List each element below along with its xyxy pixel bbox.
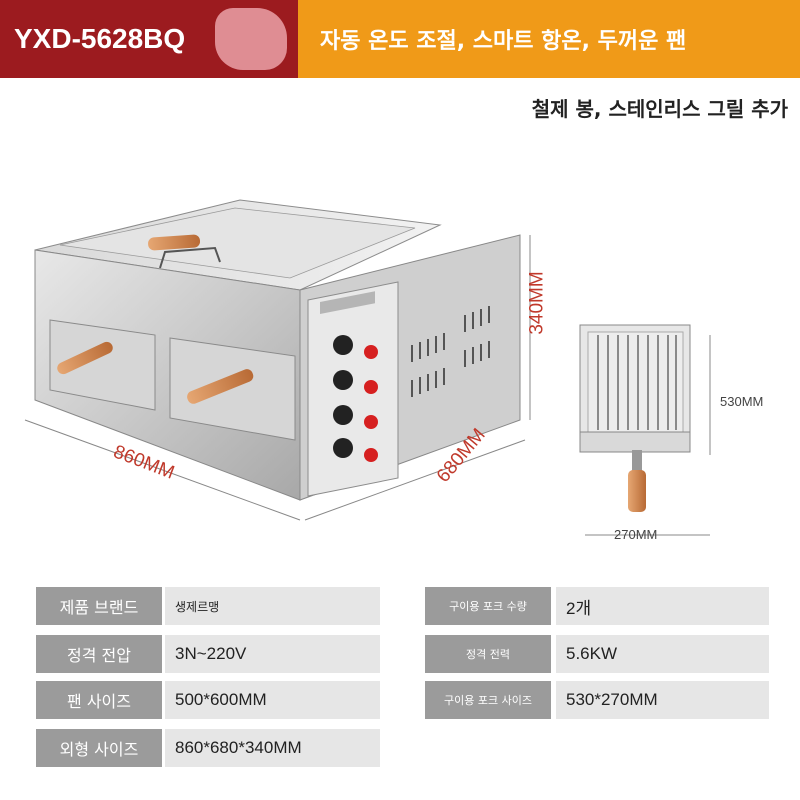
spec-label-pan-size: 팬 사이즈	[36, 681, 162, 719]
spec-value-outer-size: 860*680*340MM	[165, 729, 380, 767]
control-panel	[307, 281, 399, 497]
oven-illustration	[24, 199, 711, 536]
model-banner: YXD-5628BQ	[0, 0, 298, 78]
spec-value-fork-size: 530*270MM	[556, 681, 769, 719]
spec-label-power: 정격 전력	[425, 635, 551, 673]
spec-label-outer-size: 외형 사이즈	[36, 729, 162, 767]
side-vents	[411, 306, 490, 397]
censor-patch	[215, 8, 287, 70]
model-name: YXD-5628BQ	[14, 23, 186, 54]
oven-lid	[34, 199, 442, 291]
spec-label-fork-count: 구이용 포크 수량	[425, 587, 551, 625]
spec-label-voltage: 정격 전압	[36, 635, 162, 673]
tagline-text: 자동 온도 조절, 스마트 항온, 두꺼운 팬	[320, 29, 687, 54]
fork-width-label: 270MM	[614, 527, 658, 542]
spec-label-brand: 제품 브랜드	[36, 587, 162, 625]
height-dimension-label: 340MM	[526, 271, 548, 335]
spec-value-power: 5.6KW	[556, 635, 769, 673]
grill-fork	[579, 324, 691, 512]
spec-value-fork-count: 2개	[556, 587, 769, 625]
subtitle: 철제 봉, 스테인리스 그릴 추가	[531, 97, 788, 121]
oven-drawers	[49, 319, 296, 441]
spec-value-pan-size: 500*600MM	[165, 681, 380, 719]
fork-length-label: 530MM	[720, 394, 764, 409]
spec-label-fork-size: 구이용 포크 사이즈	[425, 681, 551, 719]
dimension-lines	[24, 235, 711, 536]
spec-value-brand: 생제르맹	[165, 587, 380, 625]
spec-value-voltage: 3N~220V	[165, 635, 380, 673]
lid-handle	[148, 234, 221, 269]
tagline-banner: 자동 온도 조절, 스마트 항온, 두꺼운 팬	[298, 0, 800, 78]
